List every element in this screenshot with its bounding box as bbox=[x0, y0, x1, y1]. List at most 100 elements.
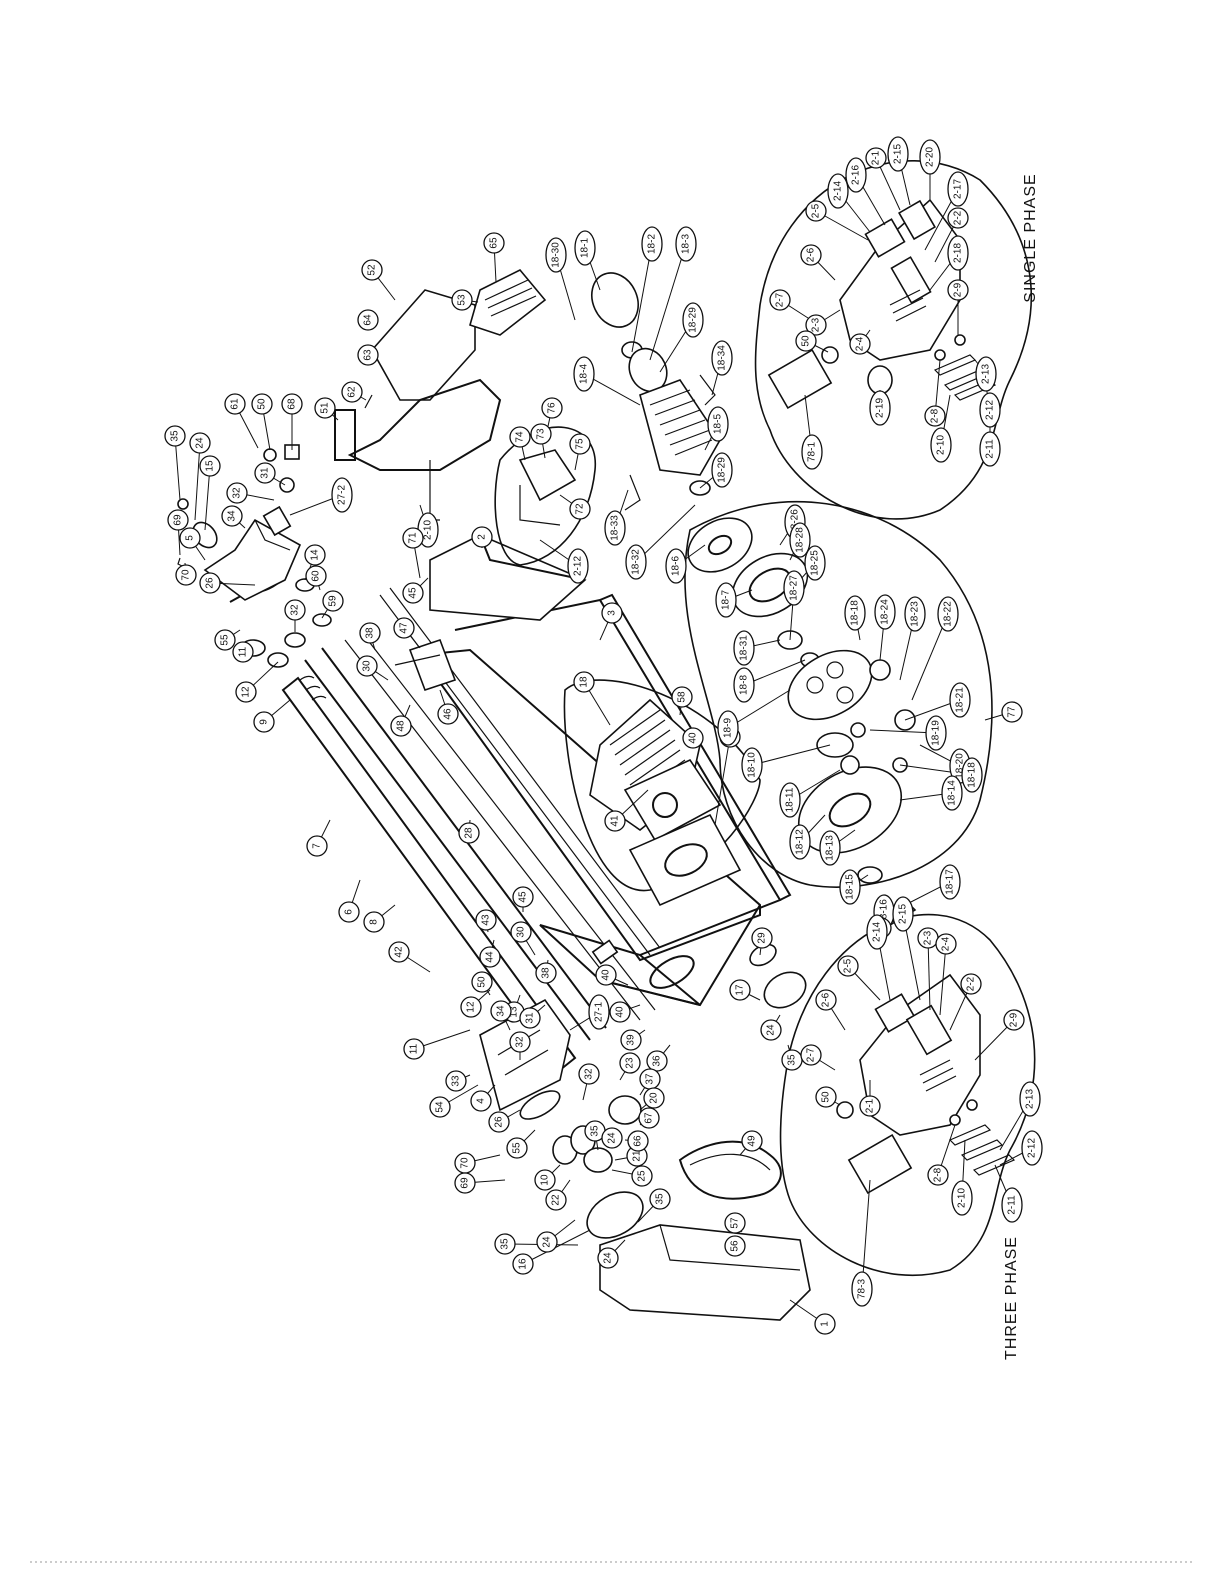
bushing-59 bbox=[312, 613, 332, 627]
callout-bubble bbox=[638, 1107, 660, 1129]
callout-label: 35 bbox=[590, 1125, 601, 1137]
callout-2-12a: 2-12 bbox=[567, 548, 589, 584]
callout-62: 62 bbox=[341, 381, 363, 403]
callout-bubble bbox=[789, 824, 811, 860]
callout-bubble bbox=[682, 727, 704, 749]
callout-label: 11 bbox=[409, 1043, 420, 1054]
callout-tp-50: 50 bbox=[815, 1086, 837, 1108]
callout-60: 60 bbox=[305, 565, 327, 587]
callout-18-32: 18-32 bbox=[625, 544, 647, 580]
callout-bubble bbox=[393, 617, 415, 639]
callout-label: 2-18 bbox=[953, 243, 964, 263]
callout-label: 2-13 bbox=[981, 364, 992, 384]
callout-bubble bbox=[815, 989, 837, 1011]
callout-bubble bbox=[494, 1233, 516, 1255]
part-18-34 bbox=[699, 374, 716, 406]
callout-18-2: 18-2 bbox=[641, 226, 663, 262]
single-phase-label: SINGLE PHASE bbox=[1022, 173, 1039, 302]
callout-label: 77 bbox=[1007, 706, 1018, 718]
callout-label: 32 bbox=[515, 1036, 526, 1048]
callout-bubble bbox=[935, 933, 957, 955]
callout-bubble bbox=[789, 522, 811, 558]
callout-24a: 24 bbox=[189, 432, 211, 454]
callout-63: 63 bbox=[357, 344, 379, 366]
callout-bubble bbox=[783, 570, 805, 606]
callout-38a: 38 bbox=[359, 622, 381, 644]
motor-shaft bbox=[652, 792, 678, 818]
callout-label: 18-34 bbox=[717, 345, 728, 371]
cap-18-1 bbox=[591, 272, 639, 328]
guard-53-grill bbox=[484, 279, 537, 317]
callout-32a: 32 bbox=[226, 482, 248, 504]
callout-bubble bbox=[402, 582, 424, 604]
callout-8: 8 bbox=[363, 911, 385, 933]
callout-label: 33 bbox=[451, 1075, 462, 1087]
pin-62 bbox=[364, 394, 373, 409]
callout-bubble bbox=[357, 344, 379, 366]
callout-bubble bbox=[925, 715, 947, 751]
callout-bubble bbox=[226, 482, 248, 504]
callout-label: 50 bbox=[477, 976, 488, 988]
sp-knob-50 bbox=[821, 346, 839, 364]
callout-22: 22 bbox=[545, 1189, 567, 1211]
callout-18-11: 18-11 bbox=[779, 782, 801, 818]
callout-bubble bbox=[510, 921, 532, 943]
callout-bubble bbox=[641, 226, 663, 262]
sp-terminal-2-18 bbox=[889, 289, 927, 322]
callout-58: 58 bbox=[671, 686, 693, 708]
gear-21 bbox=[583, 1147, 613, 1173]
callout-41a: 41 bbox=[604, 810, 626, 832]
callout-bubble bbox=[402, 527, 424, 549]
callout-label: 75 bbox=[575, 438, 586, 450]
callout-37: 37 bbox=[639, 1068, 661, 1090]
callout-34b: 34 bbox=[490, 1000, 512, 1022]
callout-bubble bbox=[919, 139, 941, 175]
callout-label: 32 bbox=[584, 1068, 595, 1080]
callout-61: 61 bbox=[224, 393, 246, 415]
callout-label: 68 bbox=[287, 398, 298, 410]
callout-label: 43 bbox=[481, 914, 492, 926]
callout-bubble bbox=[305, 565, 327, 587]
leader-tp-2-4 bbox=[939, 943, 947, 1016]
callout-40b: 40 bbox=[595, 964, 617, 986]
callout-label: 18-3 bbox=[681, 234, 692, 254]
callout-label: 46 bbox=[443, 708, 454, 720]
callout-bubble bbox=[733, 667, 755, 703]
callout-bubble bbox=[470, 1090, 492, 1112]
callout-bubble bbox=[924, 405, 946, 427]
callout-20: 20 bbox=[643, 1087, 665, 1109]
callout-label: 18-1 bbox=[580, 238, 591, 258]
callout-bubble bbox=[805, 200, 827, 222]
callout-label: 2-2 bbox=[953, 210, 964, 225]
callout-label: 22 bbox=[551, 1194, 562, 1206]
callout-53: 53 bbox=[451, 289, 473, 311]
callout-bubble bbox=[429, 1096, 451, 1118]
callout-sp-2-14: 2-14 bbox=[827, 173, 849, 209]
callout-bubble bbox=[458, 822, 480, 844]
callout-label: 2-10 bbox=[423, 520, 434, 540]
callout-label: 2-11 bbox=[1007, 1195, 1018, 1215]
callout-bubble bbox=[779, 782, 801, 818]
callout-45b: 45 bbox=[512, 886, 534, 908]
callout-bubble bbox=[588, 994, 610, 1030]
callout-label: 69 bbox=[173, 514, 184, 526]
callout-sp-2-9: 2-9 bbox=[947, 279, 969, 301]
callout-bubble bbox=[1001, 701, 1023, 723]
callout-label: 2-5 bbox=[811, 203, 822, 218]
callout-7: 7 bbox=[306, 835, 328, 857]
chain-49 bbox=[678, 1140, 782, 1200]
callout-label: 18-8 bbox=[739, 675, 750, 695]
washer-24-top bbox=[177, 498, 189, 510]
callout-35d: 35 bbox=[494, 1233, 516, 1255]
callout-bubble bbox=[671, 686, 693, 708]
nut-31-top bbox=[279, 477, 295, 493]
callout-label: 30 bbox=[516, 926, 527, 938]
leader-18-3 bbox=[649, 243, 687, 361]
callout-bubble bbox=[490, 1000, 512, 1022]
callout-bubble bbox=[609, 1001, 631, 1023]
callout-bubble bbox=[979, 392, 1001, 428]
callout-28: 28 bbox=[458, 822, 480, 844]
callout-label: 18-6 bbox=[671, 556, 682, 576]
callout-label: 20 bbox=[649, 1092, 660, 1104]
callout-33: 33 bbox=[445, 1070, 467, 1092]
